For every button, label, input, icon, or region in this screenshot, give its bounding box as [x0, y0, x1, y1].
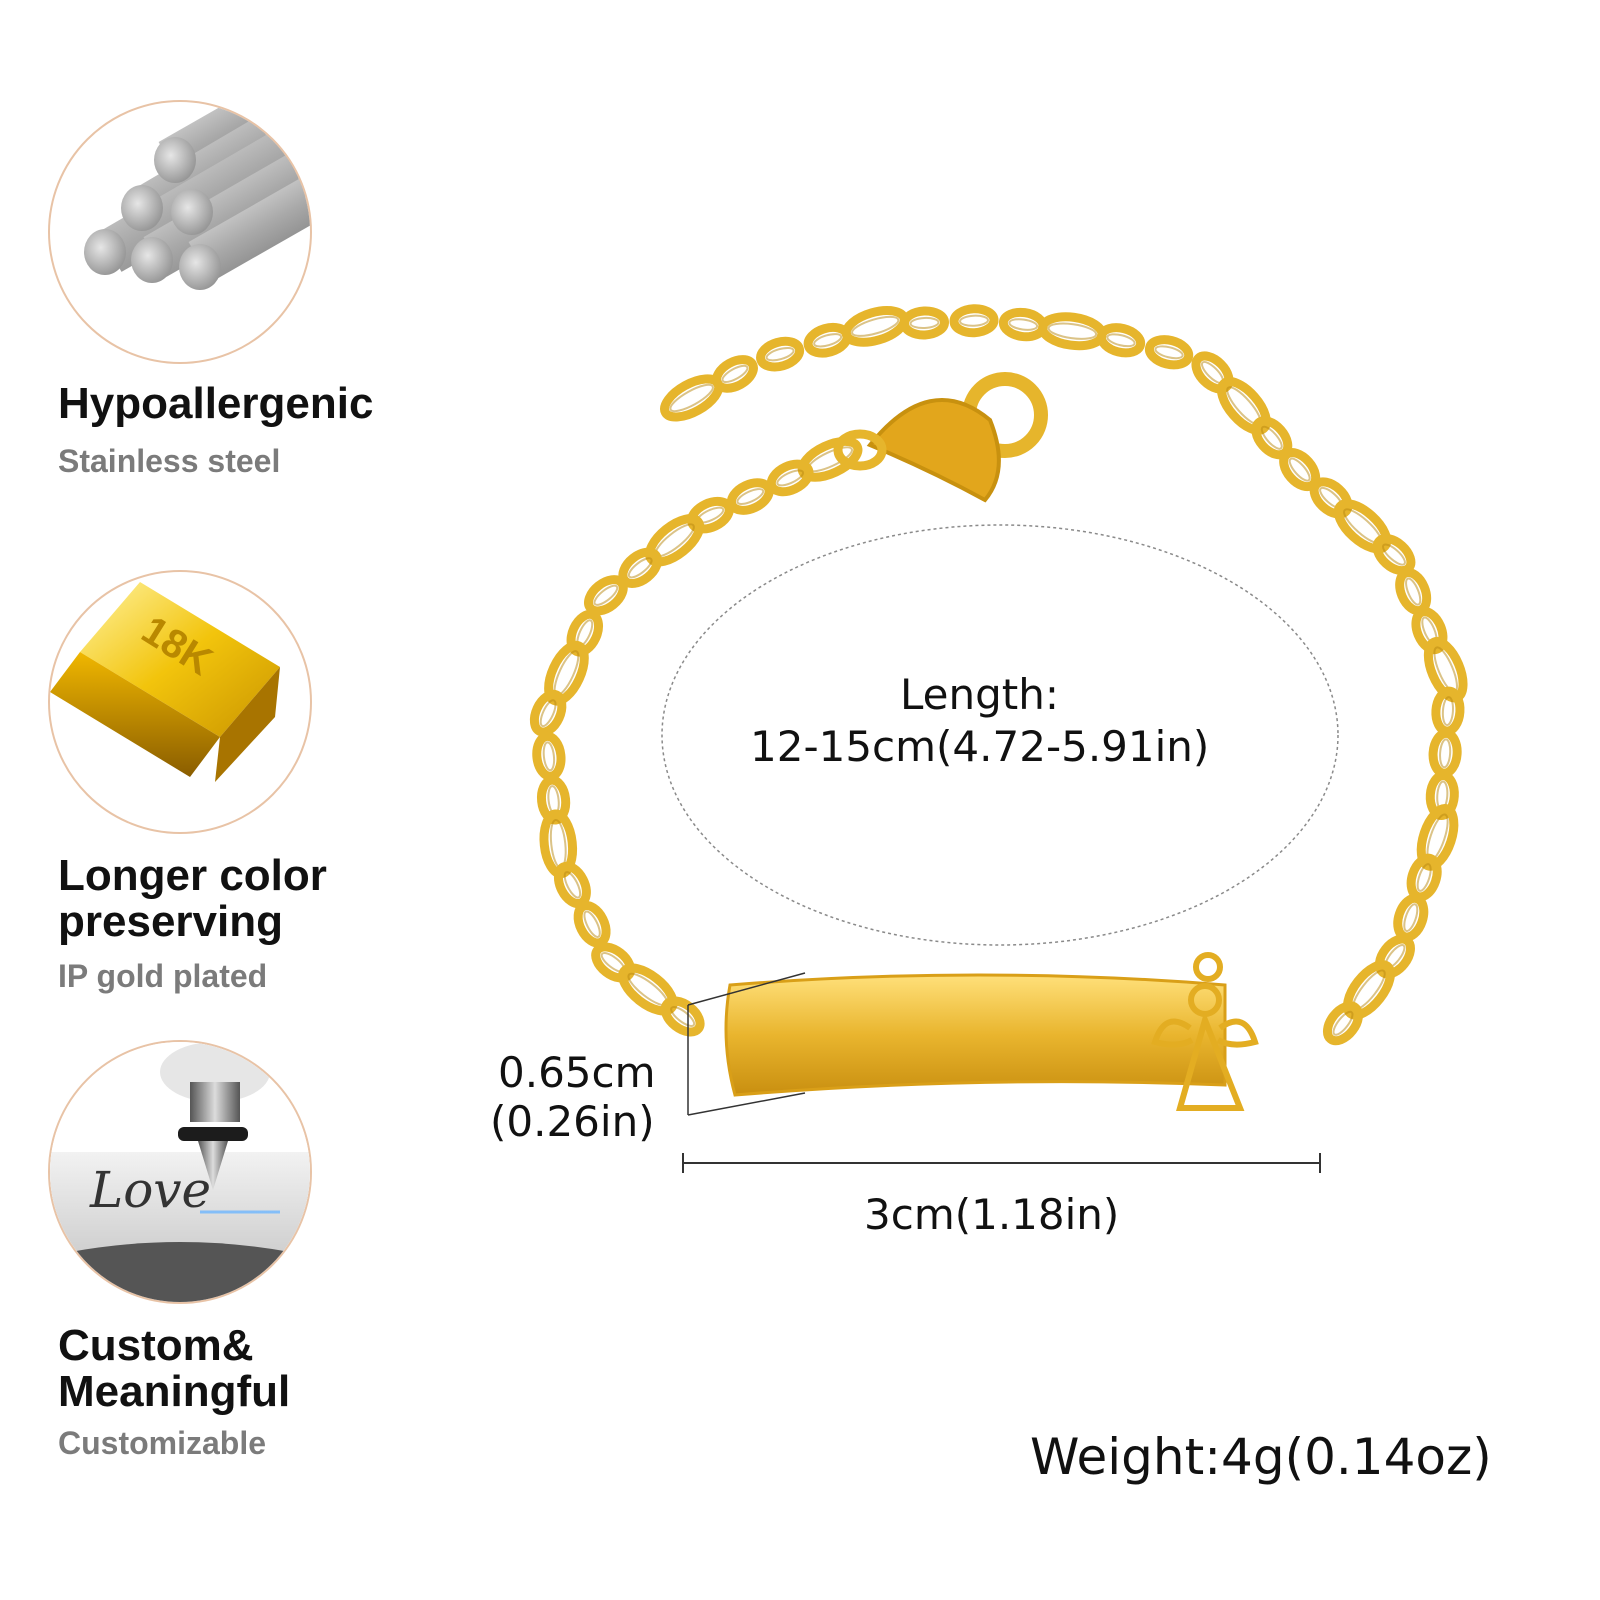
- chain-link: [1322, 1001, 1363, 1046]
- weight-label: Weight:4g(0.14oz): [1030, 1428, 1492, 1486]
- chain-link: [584, 575, 628, 616]
- chain-link-highlight: [627, 557, 653, 579]
- chain-link-highlight: [563, 871, 582, 899]
- angel-charm: [1151, 952, 1259, 1111]
- chain-link: [573, 901, 611, 948]
- chain-link-highlight: [669, 383, 714, 413]
- chain-link-highlight: [1382, 543, 1406, 566]
- length-label: Length:: [900, 670, 1060, 719]
- chain-link: [1416, 804, 1459, 871]
- chain-link-highlight: [909, 316, 940, 330]
- chain-link-highlight: [1416, 863, 1432, 892]
- chain-link-highlight: [539, 699, 557, 728]
- chain-link-highlight: [1154, 345, 1184, 360]
- chain-link: [1217, 377, 1271, 435]
- length-ellipse: [661, 524, 1339, 946]
- chain-link-highlight: [1106, 333, 1136, 348]
- chain-link-highlight: [583, 910, 601, 938]
- chain-link: [1309, 477, 1353, 519]
- chain-link-highlight: [1260, 425, 1283, 450]
- chain-link-highlight: [1403, 903, 1419, 933]
- bracelet-chain: [529, 377, 1468, 1046]
- chain-link-highlight: [1405, 577, 1422, 606]
- chain-link: [1411, 607, 1448, 655]
- extension-chain: [660, 304, 1234, 422]
- chain-link-highlight: [736, 488, 765, 505]
- chain-link: [529, 689, 567, 737]
- chain-link: [756, 336, 805, 372]
- chain-link: [726, 478, 774, 515]
- chain-link-highlight: [1332, 1010, 1354, 1036]
- chain-link-highlight: [1008, 318, 1039, 331]
- chain-link: [1393, 893, 1429, 942]
- height-in-label: (0.26in): [490, 1097, 655, 1146]
- engraving-text: Love: [89, 1161, 211, 1219]
- chain-link-highlight: [593, 584, 619, 606]
- engraving-illustration: Love: [50, 1042, 310, 1302]
- width-dimension: [682, 1153, 1321, 1173]
- chain-link: [998, 307, 1048, 342]
- chain-link-highlight: [1288, 457, 1311, 482]
- steel-rods-icon: [48, 100, 312, 364]
- feature-subtitle-stainless-steel: Stainless steel: [58, 443, 281, 479]
- steel-rods-illustration: [84, 102, 310, 290]
- chain-link-highlight: [721, 364, 749, 383]
- chain-link: [1333, 499, 1392, 554]
- chain-link: [660, 996, 705, 1037]
- chain-link-highlight: [813, 333, 843, 348]
- engraving-pen-icon: Love: [48, 1040, 312, 1304]
- height-dimension: [687, 972, 806, 1116]
- width-label: 3cm(1.18in): [864, 1190, 1120, 1239]
- id-plate: [724, 952, 1259, 1111]
- feature-title-custom-line1: Custom&: [58, 1321, 254, 1370]
- chain-link: [1406, 853, 1442, 902]
- chain-link: [949, 304, 999, 338]
- chain-link: [532, 731, 566, 781]
- height-cm-label: 0.65cm: [498, 1048, 656, 1097]
- feature-title-color-line1: Longer color: [58, 851, 327, 900]
- chain-link-highlight: [851, 315, 900, 337]
- chain-link: [900, 306, 950, 340]
- chain-link-highlight: [670, 1006, 696, 1027]
- chain-link-highlight: [1439, 738, 1452, 769]
- chain-link: [1096, 323, 1146, 358]
- chain-link: [712, 355, 758, 393]
- chain-link: [1372, 533, 1416, 576]
- chain-link-highlight: [1441, 696, 1455, 727]
- feature-title-custom-line2: Meaningful: [58, 1367, 291, 1416]
- chain-link: [841, 306, 909, 347]
- chain-link: [1374, 934, 1415, 979]
- gold-bar-icon: 18K: [48, 570, 312, 834]
- length-value: 12-15cm(4.72-5.91in): [750, 722, 1210, 771]
- chain-link: [1144, 335, 1194, 370]
- chain-link-highlight: [959, 314, 990, 327]
- feature-title-hypoallergenic: Hypoallergenic: [58, 379, 374, 428]
- feature-subtitle-customizable: Customizable: [58, 1425, 267, 1461]
- chain-link-highlight: [776, 469, 805, 487]
- chain-link-highlight: [542, 741, 556, 772]
- lobster-clasp: [833, 372, 1048, 503]
- chain-link-highlight: [765, 346, 795, 362]
- feature-title-color-line2: preserving: [58, 897, 283, 946]
- chain-link: [766, 459, 814, 497]
- chain-link-highlight: [1047, 322, 1098, 340]
- feature-subtitle-ip-gold: IP gold plated: [58, 958, 268, 994]
- gold-bar-illustration: 18K: [50, 582, 280, 782]
- chain-link: [1342, 960, 1395, 1020]
